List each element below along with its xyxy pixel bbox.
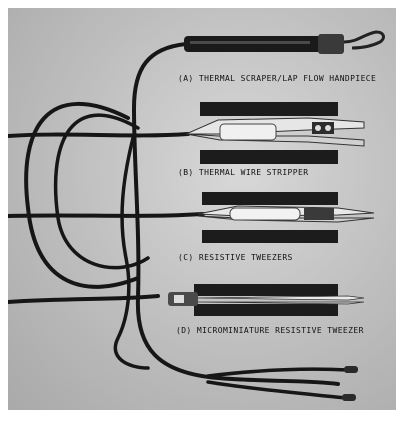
plug-upper-icon	[344, 366, 358, 373]
caption-a: (A) THERMAL SCRAPER/LAP FLOW HANDPIECE	[178, 74, 377, 83]
cable-d-left	[8, 294, 160, 304]
cable-b-left	[8, 132, 190, 138]
thermal-scraper-handpiece-icon	[184, 30, 385, 54]
microminiature-tweezer-icon	[168, 284, 365, 316]
plug-lower-icon	[342, 394, 356, 401]
caption-b: (B) THERMAL WIRE STRIPPER	[178, 168, 309, 177]
caption-d: (D) MICROMINIATURE RESISTIVE TWEEZER	[176, 326, 364, 335]
cable-loop	[24, 101, 140, 289]
photograph: (A) THERMAL SCRAPER/LAP FLOW HANDPIECE (…	[8, 8, 396, 410]
cable-end-lower	[206, 380, 348, 400]
cable-vertical	[113, 136, 150, 370]
cable-c-left	[8, 212, 205, 218]
cable-end-upper	[206, 367, 350, 378]
cable-loop-inner	[53, 113, 150, 270]
tools-illustration	[8, 30, 385, 401]
cables	[8, 42, 350, 400]
resistive-tweezers-icon	[197, 192, 375, 243]
caption-c: (C) RESISTIVE TWEEZERS	[178, 253, 293, 262]
thermal-wire-stripper-icon	[185, 102, 365, 164]
